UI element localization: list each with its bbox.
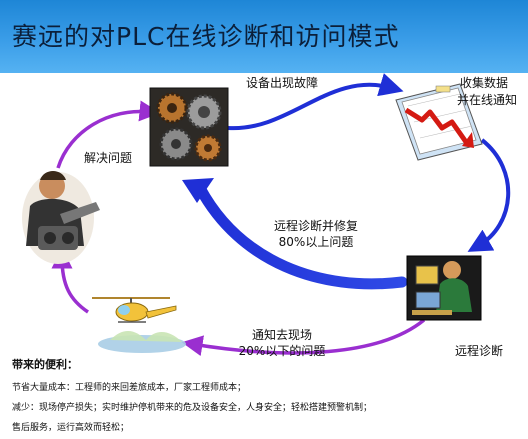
engineer-with-tools-icon [22, 171, 100, 264]
arrow-notify-site [181, 318, 426, 357]
benefit-line-service: 售后服务，运行高效而轻松； [12, 423, 130, 433]
label-remote-repair: 远程诊断并修复 80%以上问题 [268, 218, 364, 250]
arrow-solve-problem [56, 100, 161, 169]
label-remote-diagnose: 远程诊断 [455, 344, 504, 358]
label-solve-problem: 解决问题 [84, 151, 133, 165]
person-at-computer-icon [406, 255, 482, 321]
arrow-remote-repair [194, 182, 408, 290]
helicopter-icon [92, 297, 186, 353]
declining-chart-icon [395, 83, 483, 161]
label-notify-site-line2: 20%以下的问题 [238, 344, 326, 358]
gear-machinery-icon [149, 87, 229, 167]
benefits-section: 带来的便利： 节省大量成本：工程师的来回差旅成本，厂家工程师成本； 减少：现场停… [12, 356, 520, 438]
arrow-collect-to-diagnose [467, 138, 511, 252]
header-banner: 赛远的对PLC在线诊断和访问模式 [0, 0, 528, 73]
label-remote-repair-line1: 远程诊断并修复 [273, 219, 358, 233]
label-notify-site-line1: 通知去现场 [251, 328, 312, 342]
label-collect-data: 收集数据 [460, 76, 509, 90]
page-title: 赛远的对PLC在线诊断和访问模式 [12, 22, 400, 51]
label-notify-site: 通知去现场 20%以下的问题 [230, 327, 334, 359]
arrow-fault-to-collect [227, 73, 404, 131]
label-online-notify: 并在线通知 [457, 93, 518, 107]
arrow-site-to-engineer [51, 247, 89, 314]
arrow-remote-repair-head [182, 178, 214, 203]
benefits-title: 带来的便利： [12, 358, 78, 371]
label-fault: 设备出现故障 [246, 76, 319, 90]
benefit-line-reduce: 减少：现场停产损失；实时维护停机带来的危及设备安全，人身安全；轻松搭建预警机制； [12, 403, 373, 413]
benefit-line-cost: 节省大量成本：工程师的来回差旅成本，厂家工程师成本； [12, 383, 247, 393]
label-remote-repair-line2: 80%以上问题 [278, 235, 354, 249]
